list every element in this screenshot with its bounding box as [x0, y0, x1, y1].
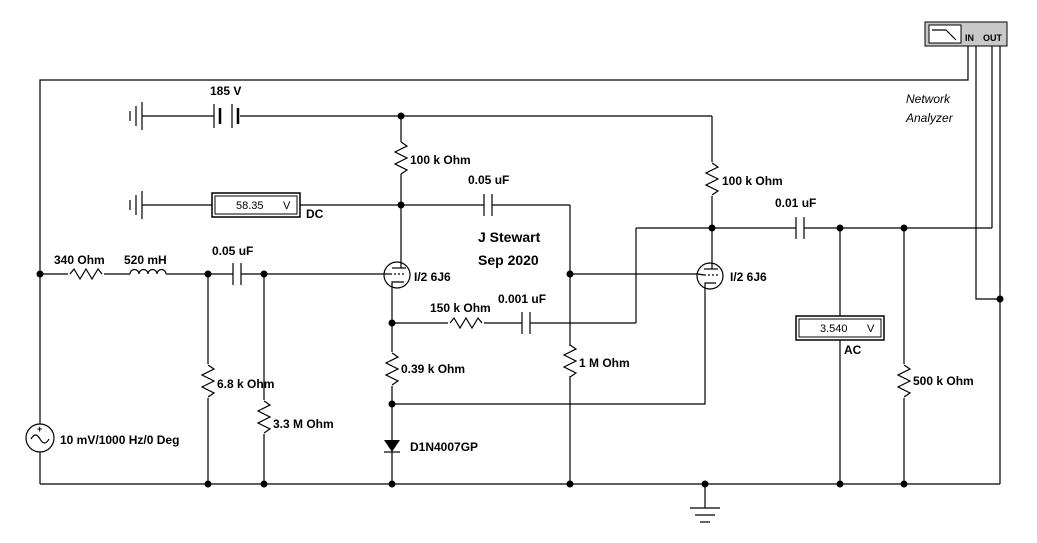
resistor-grid-1-label: 3.3 M Ohm: [273, 417, 334, 431]
ac-meter-unit: V: [867, 323, 875, 335]
resistor-source-label: 340 Ohm: [54, 253, 105, 267]
dc-meter-mode: DC: [306, 207, 324, 221]
vacuum-tube-2: [696, 262, 724, 292]
analyzer-name-line-1: Network: [906, 92, 951, 106]
diode-label: D1N4007GP: [410, 440, 478, 454]
dc-meter-unit: V: [283, 200, 291, 212]
author-credit: J Stewart: [478, 229, 541, 245]
ac-meter-mode: AC: [844, 343, 862, 357]
resistor-cathode-label: 0.39 k Ohm: [401, 362, 465, 376]
resistor-grid-1: [257, 400, 271, 434]
resistor-source: [69, 268, 103, 280]
ac-source: +: [25, 423, 55, 453]
resistor-plate-1-label: 100 k Ohm: [410, 153, 471, 167]
ac-source-label: 10 mV/1000 Hz/0 Deg: [60, 433, 179, 447]
capacitor-output: [795, 217, 805, 239]
dc-voltmeter[interactable]: 58.35 V: [211, 192, 301, 218]
battery-label: 185 V: [210, 84, 241, 98]
resistor-grid-2: [563, 344, 577, 378]
resistor-shunt-1: [201, 364, 215, 398]
capacitor-input-label: 0.05 uF: [212, 244, 253, 258]
wiring: [39, 46, 1001, 508]
capacitor-feedback: [521, 312, 531, 334]
resistor-grid-2-label: 1 M Ohm: [579, 356, 630, 370]
vacuum-tube-2-label: I/2 6J6: [730, 270, 767, 284]
network-analyzer[interactable]: IN OUT: [924, 21, 1008, 47]
ac-voltmeter[interactable]: 3.540 V: [795, 315, 885, 341]
ground-symbol-bottom: [690, 507, 720, 523]
capacitor-input: [232, 263, 242, 285]
analyzer-in-label: IN: [965, 33, 974, 43]
resistor-plate-1: [394, 141, 408, 175]
resistor-plate-2-label: 100 k Ohm: [722, 174, 783, 188]
ground-symbol-mid: [129, 191, 143, 219]
resistor-plate-2: [705, 162, 719, 196]
analyzer-name-line-2: Analyzer: [905, 111, 954, 125]
battery: [213, 104, 240, 128]
resistor-shunt-1-label: 6.8 k Ohm: [217, 377, 274, 391]
junction-dots: [36, 112, 1004, 488]
capacitor-feedback-label: 0.001 uF: [498, 292, 546, 306]
dc-meter-value: 58.35: [236, 200, 264, 212]
vacuum-tube-1-label: I/2 6J6: [414, 270, 451, 284]
resistor-load-label: 500 k Ohm: [913, 374, 974, 388]
vacuum-tube-1: [383, 261, 411, 290]
capacitor-coupling-1: [483, 194, 493, 216]
resistor-cathode: [385, 352, 399, 386]
inductor: [129, 268, 167, 275]
capacitor-output-label: 0.01 uF: [775, 196, 816, 210]
resistor-feedback-label: 150 k Ohm: [430, 301, 491, 315]
ac-meter-value: 3.540: [820, 323, 848, 335]
filter-response-icon: [932, 29, 957, 41]
svg-text:+: +: [37, 424, 42, 434]
analyzer-out-label: OUT: [983, 33, 1003, 43]
date-credit: Sep 2020: [478, 252, 539, 268]
diode: [384, 440, 400, 453]
ground-symbol-top: [129, 102, 143, 130]
resistor-feedback: [449, 317, 483, 329]
capacitor-coupling-1-label: 0.05 uF: [468, 173, 509, 187]
inductor-label: 520 mH: [124, 253, 167, 267]
resistor-load: [897, 364, 911, 398]
